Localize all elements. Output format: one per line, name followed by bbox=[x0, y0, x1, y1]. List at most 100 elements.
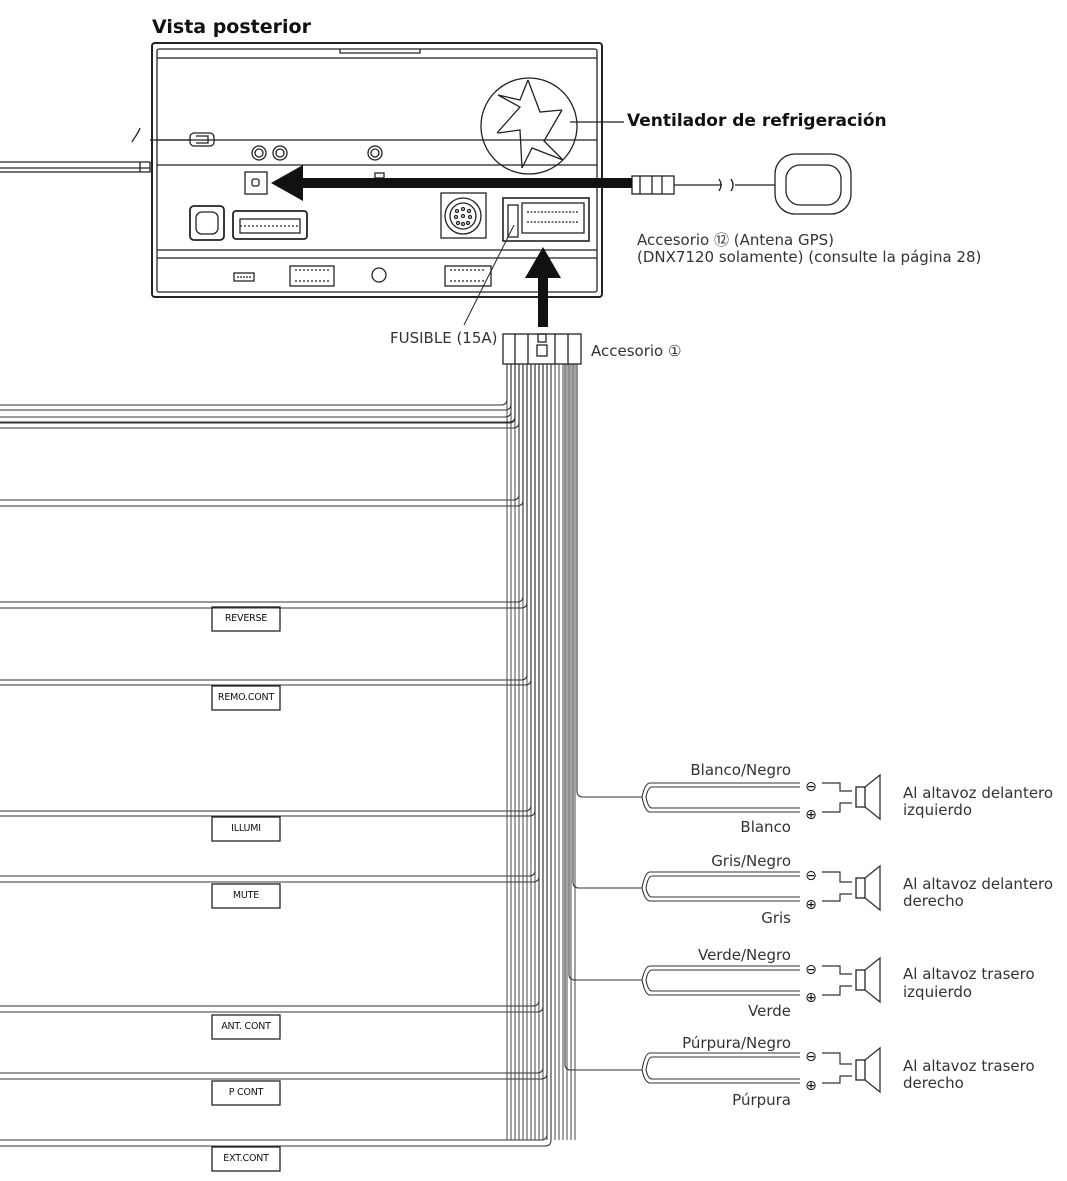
harness-wire bbox=[0, 364, 540, 1007]
harness-wire bbox=[0, 364, 524, 507]
tag-box bbox=[211, 1014, 281, 1040]
harness-wire bbox=[0, 364, 552, 1147]
harness-wire bbox=[0, 364, 528, 609]
harness-wire bbox=[0, 364, 532, 686]
tag-illumi: ILLUMI bbox=[231, 823, 261, 834]
speaker-pos-wire bbox=[641, 796, 800, 813]
fan-label: Ventilador de refrigeración bbox=[627, 111, 887, 131]
harness-wire bbox=[0, 364, 512, 418]
gps-arrow bbox=[271, 165, 632, 201]
pos-wire-label: Púrpura bbox=[732, 1091, 791, 1109]
tag-reverse: REVERSE bbox=[224, 613, 268, 624]
minus-icon: ⊖ bbox=[805, 1049, 817, 1065]
tag-box bbox=[211, 883, 281, 909]
speaker-target-line2: derecho bbox=[903, 892, 964, 910]
minus-icon: ⊖ bbox=[805, 779, 817, 795]
speaker-target-line1: Al altavoz delantero bbox=[903, 875, 1054, 893]
gps-antenna-icon bbox=[631, 153, 852, 215]
fuse-label: FUSIBLE (15A) bbox=[390, 329, 498, 347]
speaker-neg-wire-inner bbox=[645, 875, 800, 889]
speaker-icon bbox=[864, 864, 881, 912]
speaker-lead bbox=[822, 893, 852, 902]
plus-icon: ⊕ bbox=[805, 807, 817, 823]
speaker-icon bbox=[864, 956, 881, 1004]
harness-wire bbox=[0, 364, 516, 424]
speaker-lead bbox=[822, 1052, 852, 1065]
tag-remo-cont: REMO.CONT bbox=[217, 692, 275, 703]
harness-wire bbox=[0, 364, 524, 603]
gps-label-line1: Accesorio ⑫ (Antena GPS) bbox=[637, 231, 834, 249]
speaker-icon bbox=[855, 877, 866, 899]
speaker-icon bbox=[855, 1059, 866, 1081]
speaker-lead bbox=[822, 985, 852, 996]
neg-wire-label: Púrpura/Negro bbox=[682, 1034, 791, 1052]
speaker-neg-wire bbox=[641, 1052, 800, 1071]
speaker-pos-wire-inner bbox=[645, 887, 800, 898]
minus-icon: ⊖ bbox=[805, 868, 817, 884]
harness-wire bbox=[0, 364, 536, 817]
tag-mute: MUTE bbox=[232, 890, 260, 901]
speaker-neg-wire-inner bbox=[645, 969, 800, 981]
pos-wire-label: Gris bbox=[761, 909, 791, 927]
speaker-pos-wire-inner bbox=[645, 796, 800, 809]
neg-wire-label: Gris/Negro bbox=[711, 852, 791, 870]
neg-wire-label: Blanco/Negro bbox=[690, 761, 791, 779]
harness-wire bbox=[0, 364, 536, 877]
speaker-neg-wire bbox=[641, 871, 800, 889]
minus-icon: ⊖ bbox=[805, 962, 817, 978]
speaker-neg-wire-inner bbox=[645, 786, 800, 798]
speaker-lead bbox=[822, 1075, 852, 1084]
harness-wire bbox=[0, 364, 544, 1074]
speaker-lead bbox=[822, 802, 852, 813]
harness-wire bbox=[0, 364, 548, 1141]
speaker-wire bbox=[576, 364, 642, 798]
harness-connector-icon bbox=[502, 333, 582, 365]
speaker-icon bbox=[864, 773, 881, 821]
tag-box bbox=[211, 1146, 281, 1172]
tag-box bbox=[211, 685, 281, 711]
harness-wire bbox=[0, 364, 516, 423]
speaker-wire bbox=[572, 364, 642, 889]
harness-wire bbox=[0, 364, 520, 501]
harness-wire bbox=[0, 364, 520, 429]
speaker-pos-wire-inner bbox=[645, 979, 800, 992]
tag-ant-cont: ANT. CONT bbox=[221, 1021, 271, 1032]
tag-p-cont: P CONT bbox=[228, 1087, 264, 1098]
speaker-target-line1: Al altavoz delantero bbox=[903, 784, 1054, 802]
tag-box bbox=[211, 1080, 281, 1106]
speaker-target-line2: derecho bbox=[903, 1074, 964, 1092]
speaker-target-line2: izquierdo bbox=[903, 983, 973, 1001]
rear-unit bbox=[151, 42, 603, 298]
plus-icon: ⊕ bbox=[805, 897, 817, 913]
speaker-pos-wire-inner bbox=[645, 1069, 800, 1080]
pos-wire-label: Blanco bbox=[740, 818, 791, 836]
tag-ext-cont: EXT.CONT bbox=[223, 1153, 269, 1164]
speaker-pos-wire bbox=[641, 979, 800, 996]
tag-box bbox=[211, 816, 281, 842]
speaker-pos-wire bbox=[641, 1069, 800, 1084]
harness-wire bbox=[0, 364, 548, 1080]
speaker-wire bbox=[564, 364, 642, 1071]
plus-icon: ⊕ bbox=[805, 1078, 817, 1094]
plus-icon: ⊕ bbox=[805, 990, 817, 1006]
speaker-target-line1: Al altavoz trasero bbox=[903, 965, 1035, 983]
speaker-target-line1: Al altavoz trasero bbox=[903, 1057, 1035, 1075]
speaker-pos-wire bbox=[641, 887, 800, 902]
harness-wire bbox=[0, 364, 528, 681]
harness-wire bbox=[0, 364, 508, 406]
speaker-target-line2: izquierdo bbox=[903, 801, 973, 819]
harness-arrow bbox=[525, 247, 561, 327]
page-title: Vista posterior bbox=[152, 16, 311, 38]
speaker-lead bbox=[822, 965, 852, 975]
pos-wire-label: Verde bbox=[748, 1002, 791, 1020]
harness-wire bbox=[0, 364, 512, 411]
speaker-wire bbox=[568, 364, 642, 981]
neg-wire-label: Verde/Negro bbox=[697, 946, 791, 964]
speaker-lead bbox=[822, 871, 852, 883]
speaker-neg-wire-inner bbox=[645, 1056, 800, 1071]
cooling-fan-icon bbox=[480, 77, 578, 175]
harness-label: Accesorio ① bbox=[591, 342, 682, 360]
speaker-icon bbox=[855, 786, 866, 808]
speaker-icon bbox=[855, 969, 866, 991]
